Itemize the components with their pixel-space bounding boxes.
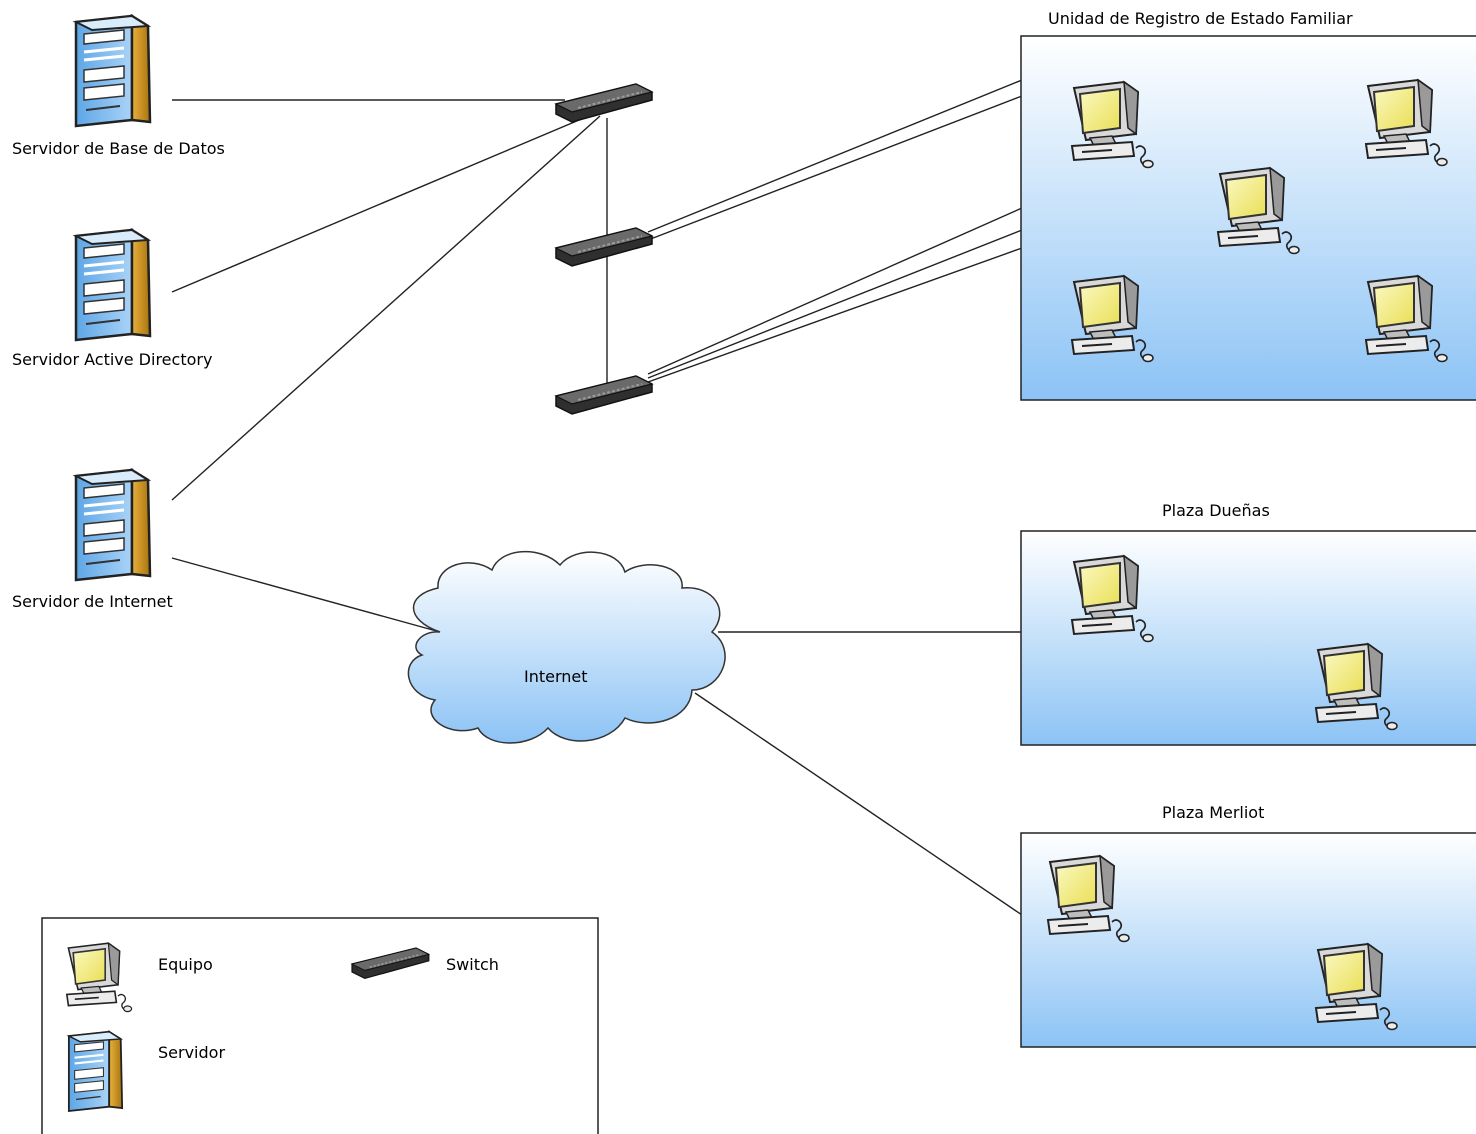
legend-box	[41, 917, 599, 1134]
server-icon	[67, 1030, 124, 1113]
legend-switch-label: Switch	[446, 955, 499, 974]
server-label: Servidor de Internet	[12, 592, 173, 611]
server-label: Servidor de Base de Datos	[12, 139, 225, 158]
legend: Equipo Switch Servidor	[41, 917, 599, 1134]
cloud-icon	[407, 551, 726, 744]
zone-unidad-registro: Unidad de Registro de Estado Familiar	[1020, 9, 1476, 401]
server-active-directory: Servidor Active Directory	[12, 228, 212, 369]
server-internet: Servidor de Internet	[12, 468, 173, 611]
switch-icon	[555, 375, 653, 415]
legend-servidor-label: Servidor	[158, 1043, 225, 1062]
zone-plaza-duenas: Plaza Dueñas	[1020, 501, 1476, 746]
connections	[171, 79, 1023, 916]
cloud-label: Internet	[524, 667, 588, 686]
server-icon	[74, 468, 152, 582]
zone-title: Plaza Merliot	[1162, 803, 1264, 822]
server-icon	[74, 228, 152, 342]
internet-cloud: Internet	[407, 551, 726, 744]
server-icon	[74, 14, 152, 128]
zone-title: Unidad de Registro de Estado Familiar	[1048, 9, 1353, 28]
switch-icon	[555, 227, 653, 267]
server-label: Servidor Active Directory	[12, 350, 212, 369]
server-base-de-datos: Servidor de Base de Datos	[12, 14, 225, 158]
zone-plaza-merliot: Plaza Merliot	[1020, 803, 1476, 1048]
legend-equipo-label: Equipo	[158, 955, 213, 974]
zone-title: Plaza Dueñas	[1162, 501, 1270, 520]
switch-icon	[555, 83, 653, 123]
